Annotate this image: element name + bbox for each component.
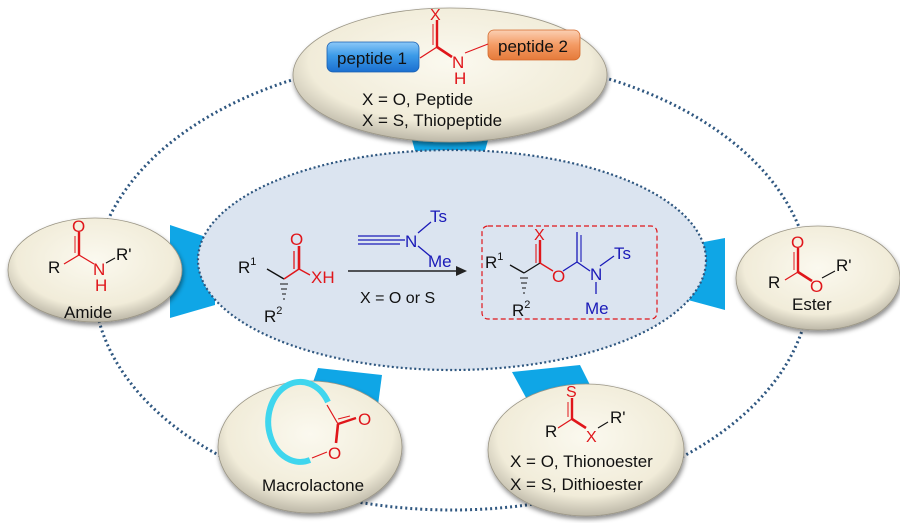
node-thioester: R S X R' X = O, Thionoester X = S, Dithi… (487, 383, 685, 517)
reaction-arrow (348, 266, 467, 276)
product-ts: Ts (614, 244, 631, 263)
product-dashed-box (481, 225, 658, 320)
ester-carbonyl-o: O (791, 233, 804, 252)
reagent-n: N (405, 232, 417, 251)
product-o: O (552, 267, 565, 286)
peptide-2-label: peptide 2 (498, 37, 568, 56)
reactant-r1: R1 (238, 256, 256, 277)
amide-n: N (93, 260, 105, 279)
peptide-line2: X = S, Thiopeptide (362, 111, 502, 130)
amide-r: R (48, 258, 60, 277)
macrolactone-carbonyl-o: O (358, 410, 371, 429)
product-r1: R1 (485, 251, 503, 272)
thioester-line1: X = O, Thionoester (510, 452, 653, 471)
node-ester: R O O R' Ester (735, 225, 900, 331)
peptide-h: H (454, 69, 466, 88)
macrolactone-label: Macrolactone (262, 476, 364, 495)
product-n: N (590, 265, 602, 284)
ester-label: Ester (792, 295, 832, 314)
thioester-s: S (566, 384, 577, 401)
peptide-x: X (430, 7, 441, 24)
peptide-n: N (452, 53, 464, 72)
ester-r-prime: R' (836, 256, 852, 275)
thioester-r-prime: R' (610, 408, 626, 427)
reactant-r2: R2 (264, 305, 282, 326)
thioester-x: X (586, 429, 597, 446)
macrocycle-arc (265, 378, 331, 465)
node-amide: R O N H R' Amide (7, 217, 183, 323)
peptide-line1: X = O, Peptide (362, 90, 473, 109)
amide-h: H (95, 276, 107, 295)
product-x: X (534, 227, 545, 244)
ester-r: R (768, 273, 780, 292)
reactant-xh: XH (311, 268, 335, 287)
reagent-ynamide: N Ts Me (358, 207, 452, 271)
ester-o: O (810, 277, 823, 296)
amide-o: O (72, 217, 85, 236)
peptide-2-box (487, 29, 581, 61)
macrolactone-ring-o: O (328, 444, 341, 463)
amide-r-prime: R' (116, 245, 132, 264)
reagent-ts: Ts (430, 207, 447, 226)
reactant-acid: R1 R2 O XH (238, 230, 335, 326)
reagent-me: Me (428, 252, 452, 271)
node-peptide: peptide 1 peptide 2 X N H X = O, Peptide… (292, 7, 608, 143)
reactant-carbonyl-o: O (290, 230, 303, 249)
product-structure: R1 R2 X O N Ts Me (485, 227, 631, 320)
center-reaction-ellipse (196, 148, 708, 372)
node-macrolactone: O O Macrolactone (217, 378, 403, 514)
product-me: Me (585, 299, 609, 318)
product-r2: R2 (512, 299, 530, 320)
amide-label: Amide (64, 303, 112, 322)
thioester-line2: X = S, Dithioester (510, 475, 643, 494)
thioester-r: R (545, 422, 557, 441)
peptide-1-label: peptide 1 (337, 49, 407, 68)
reaction-condition: X = O or S (360, 290, 435, 307)
peptide-1-box (326, 41, 420, 73)
